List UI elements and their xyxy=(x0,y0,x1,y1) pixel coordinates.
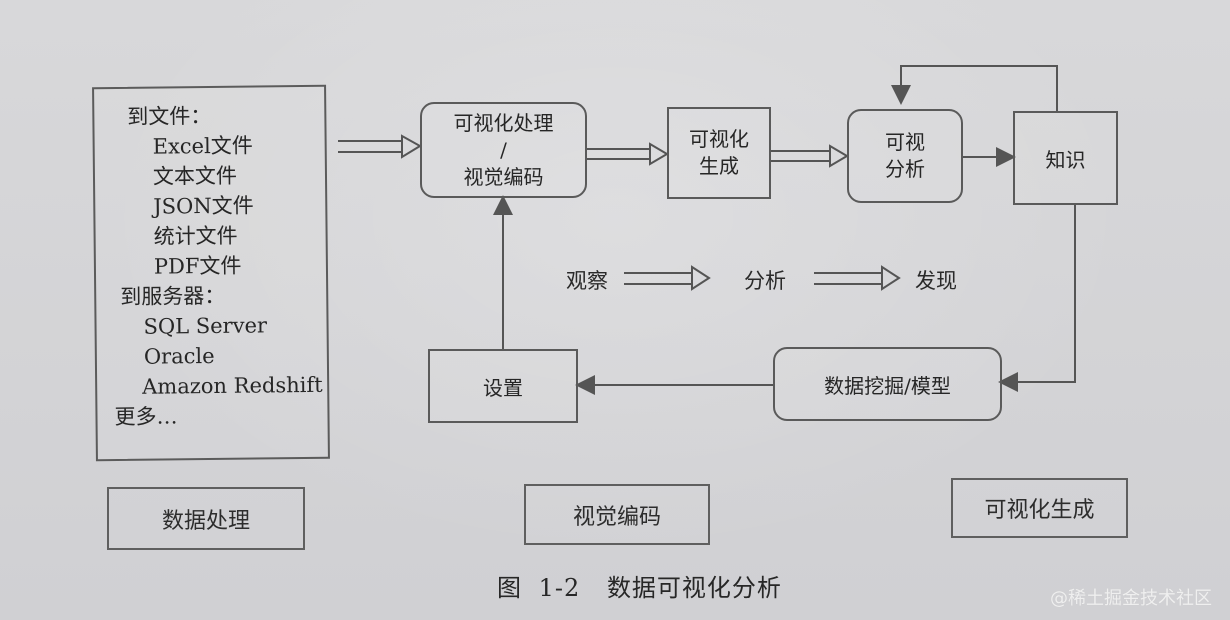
visual-generation-label-line1: 可视化 xyxy=(689,127,749,151)
discover-label: 发现 xyxy=(915,269,957,293)
source-watermark: @稀土掘金技术社区 xyxy=(1050,588,1212,609)
visual-generation-node: 可视化 生成 xyxy=(667,107,771,199)
settings-node: 设置 xyxy=(428,349,578,423)
sql-server-item: SQL Server xyxy=(143,313,268,339)
visual-analysis-label-line2: 分析 xyxy=(885,157,925,181)
analyze-to-discover-arrow xyxy=(814,265,901,291)
knowledge-feedback-arrow xyxy=(891,65,1058,111)
observe-label: 观察 xyxy=(566,269,608,293)
excel-file-item: Excel文件 xyxy=(152,133,253,159)
visual-encoding-label: 视觉编码 xyxy=(524,484,710,545)
figure-caption: 图 1-2 数据可视化分析 xyxy=(497,568,782,603)
figure-number: 1-2 xyxy=(538,574,581,602)
server-sources-heading: 到服务器： xyxy=(120,283,226,309)
generation-to-analysis-arrow xyxy=(771,144,849,168)
visual-processing-label-line1: 可视化处理 xyxy=(453,110,554,135)
visual-analysis-label-line1: 可视 xyxy=(885,130,925,154)
more-item: 更多… xyxy=(114,404,178,430)
visual-processing-node: 可视化处理 / 视觉编码 xyxy=(420,102,587,198)
knowledge-to-mining-arrow xyxy=(998,205,1076,392)
oracle-item: Oracle xyxy=(143,343,215,369)
visualization-generation-label: 可视化生成 xyxy=(951,478,1128,538)
observe-to-analyze-arrow xyxy=(624,265,711,291)
visual-processing-label-line2: 视觉编码 xyxy=(463,164,544,189)
data-source-list-box: 到文件： Excel文件 文本文件 JSON文件 统计文件 PDF文件 到服务器… xyxy=(92,84,330,462)
processing-to-generation-arrow xyxy=(587,142,669,166)
data-processing-label: 数据处理 xyxy=(107,487,305,550)
visual-processing-separator: / xyxy=(500,137,507,162)
figure-title: 数据可视化分析 xyxy=(606,574,782,602)
pdf-file-item: PDF文件 xyxy=(153,253,242,279)
visual-analysis-node: 可视 分析 xyxy=(847,109,963,203)
figure-prefix: 图 xyxy=(497,574,522,602)
analyze-label: 分析 xyxy=(744,269,786,293)
statistics-file-item: 统计文件 xyxy=(153,223,238,249)
visual-generation-label-line2: 生成 xyxy=(699,154,739,178)
file-sources-heading: 到文件： xyxy=(127,103,212,129)
data-mining-node: 数据挖掘/模型 xyxy=(773,347,1002,421)
json-file-item: JSON文件 xyxy=(153,193,254,219)
input-to-processing-arrow xyxy=(338,134,422,159)
amazon-redshift-item: Amazon Redshift xyxy=(142,372,323,399)
knowledge-node: 知识 xyxy=(1013,111,1118,205)
text-file-item: 文本文件 xyxy=(152,163,238,189)
